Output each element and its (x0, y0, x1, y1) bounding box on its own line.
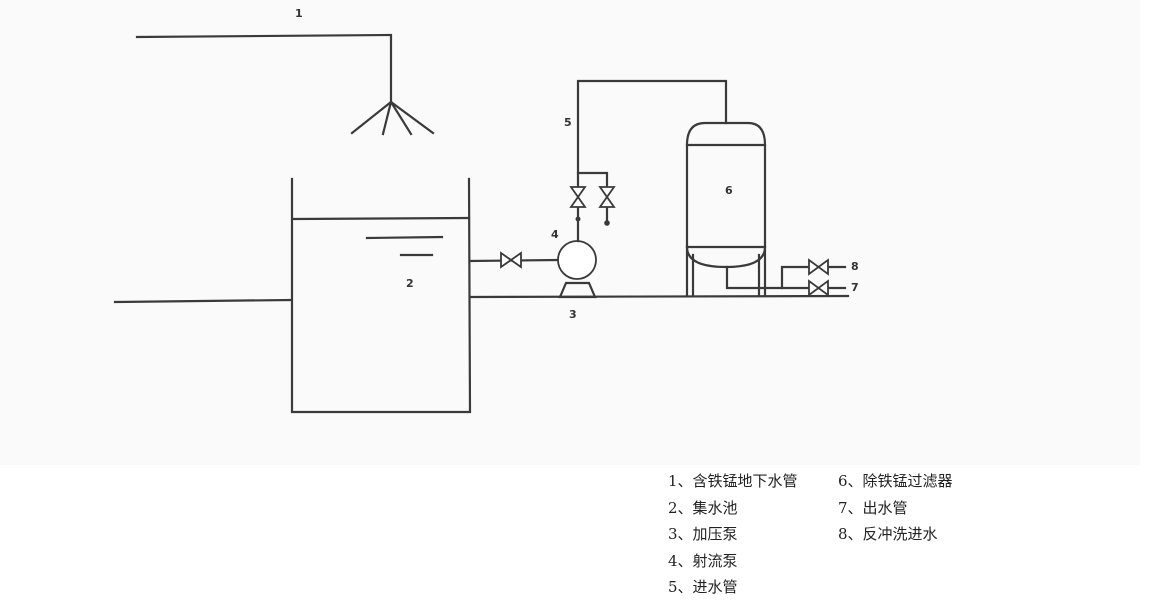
diagram-stroke (558, 281, 597, 299)
diagram-stroke (389, 100, 435, 135)
main-pipe (468, 294, 850, 299)
label-5: 5 (564, 116, 572, 129)
diagram-stroke (604, 220, 610, 226)
diagram-stroke (576, 79, 728, 243)
label-1: 1 (295, 7, 303, 20)
diagram-stroke (725, 265, 847, 290)
label-8: 8 (851, 260, 859, 273)
legend-item: 8、反冲洗进水 (838, 525, 938, 543)
legend-item: 6、除铁锰过滤器 (838, 472, 953, 490)
legend-item: 3、加压泵 (668, 525, 738, 543)
pump-inlet-pipe (468, 251, 559, 269)
diagram-stroke (389, 100, 413, 136)
label-4: 4 (551, 228, 559, 241)
legend-column-2: 6、除铁锰过滤器 7、出水管 8、反冲洗进水 (838, 468, 953, 548)
legend-item: 2、集水池 (668, 498, 738, 517)
legend-item: 1、含铁锰地下水管 (668, 472, 798, 490)
diagram-stroke (113, 298, 293, 304)
outlet-and-backwash-pipes (725, 258, 847, 297)
valve-icon (808, 279, 829, 297)
drawing-background (0, 0, 1140, 465)
collection-tank (113, 177, 472, 414)
diagram-stroke (575, 216, 581, 222)
legend-item: 5、进水管 (668, 578, 738, 596)
label-7: 7 (851, 281, 859, 294)
diagram-stroke (381, 100, 393, 136)
diagram-stroke (290, 177, 472, 414)
label-3: 3 (569, 308, 577, 321)
diagram-stroke (350, 100, 393, 135)
valve-icon (598, 186, 616, 208)
legend-column-1: 1、含铁锰地下水管 2、集水池 3、加压泵 4、射流泵 5、进水管 (668, 468, 798, 601)
diagram-stroke (135, 33, 393, 103)
legend-item: 7、出水管 (838, 498, 908, 517)
label-2: 2 (406, 277, 414, 290)
valve-icon (500, 251, 522, 269)
diagram-stroke (557, 240, 597, 280)
legend-item: 4、射流泵 (668, 551, 738, 570)
diagram-stroke (365, 235, 444, 240)
valve-icon (808, 258, 829, 276)
valve-icon (569, 186, 587, 208)
diagram-stroke (685, 121, 767, 269)
diagram-stroke (291, 216, 471, 221)
label-6: 6 (725, 184, 733, 197)
diagram-stroke (576, 171, 609, 224)
filter-inlet-pipe (569, 79, 728, 243)
groundwater-pipe (135, 33, 435, 136)
pump-icon (557, 240, 597, 299)
